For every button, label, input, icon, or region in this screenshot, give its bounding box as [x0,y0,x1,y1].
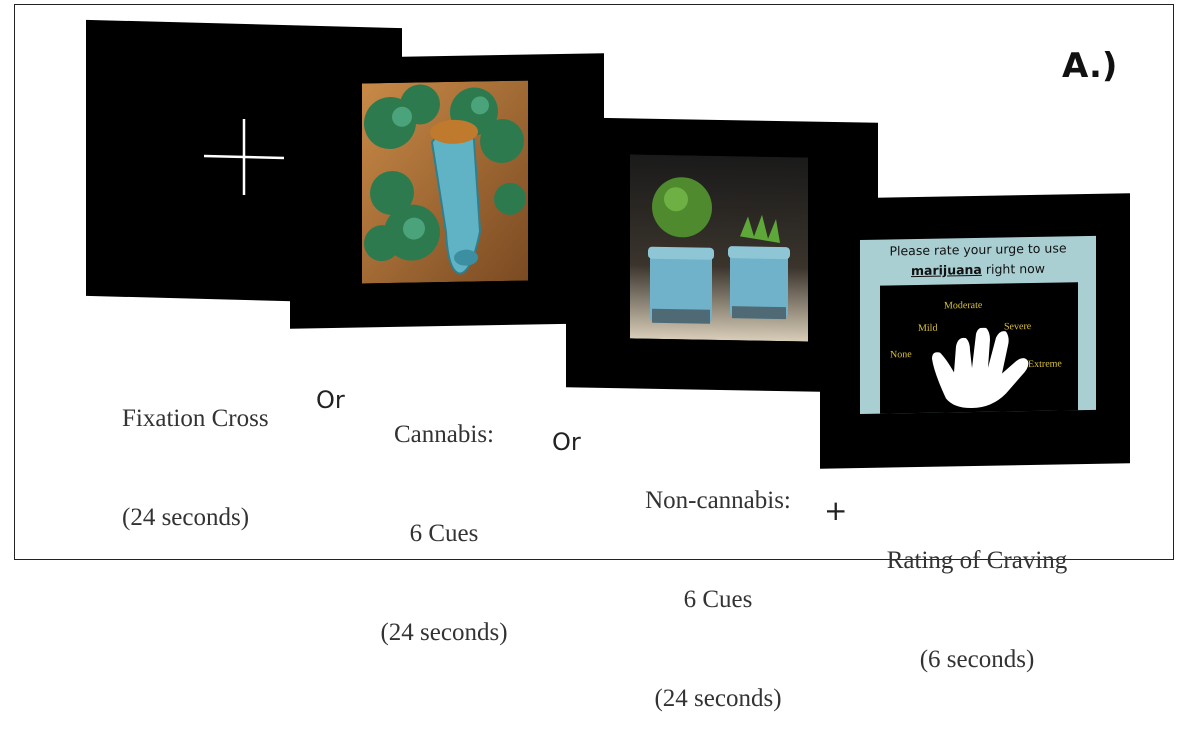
cannabis-caption-line2: 6 Cues [409,520,479,547]
fixation-caption: Fixation Cross (24 seconds) [122,336,269,567]
rating-prompt-line1: Please rate your urge to use [889,240,1067,259]
or-connector-1: Or [316,386,345,414]
rating-panel: Please rate your urge to use marijuana r… [860,235,1096,415]
non-cannabis-caption: Non-cannabis: 6 Cues (24 seconds) [628,418,808,748]
cannabis-image [362,80,528,284]
cannabis-caption: Cannabis: 6 Cues (24 seconds) [360,352,528,682]
fixation-caption-line1: Fixation Cross [122,405,269,432]
panel-label: A.) [1062,46,1118,86]
cannabis-caption-line3: (24 seconds) [380,619,508,646]
non-cannabis-caption-line2: 6 Cues [683,586,753,613]
rating-prompt-rest: right now [981,260,1045,277]
rating-caption-line2: (6 seconds) [919,646,1035,673]
scale-moderate: Moderate [944,299,983,312]
rating-caption: Rating of Craving (6 seconds) [862,478,1092,709]
rating-scale-area: None Mild Moderate Severe Extreme [880,282,1078,414]
rating-caption-line1: Rating of Craving [886,547,1068,574]
fixation-caption-line2: (24 seconds) [122,504,250,531]
rating-prompt-line2: marijuana right now [860,258,1096,282]
rating-prompt: Please rate your urge to use marijuana r… [860,238,1096,282]
hand-icon [932,327,1029,409]
cannabis-caption-line1: Cannabis: [394,421,494,448]
non-cannabis-caption-line1: Non-cannabis: [645,487,791,514]
plus-connector: + [824,494,848,527]
fixation-cross-icon [204,118,284,196]
scale-none: None [890,349,912,361]
cannabis-cue-screen [290,53,604,329]
fixation-screen [86,19,402,305]
rating-prompt-drug: marijuana [911,261,982,279]
or-connector-2: Or [552,428,581,456]
rating-screen: Please rate your urge to use marijuana r… [820,193,1130,469]
non-cannabis-cue-screen [566,117,878,393]
figure-border [14,4,1174,560]
non-cannabis-caption-line3: (24 seconds) [654,685,782,712]
plant-pots-image [630,154,808,342]
